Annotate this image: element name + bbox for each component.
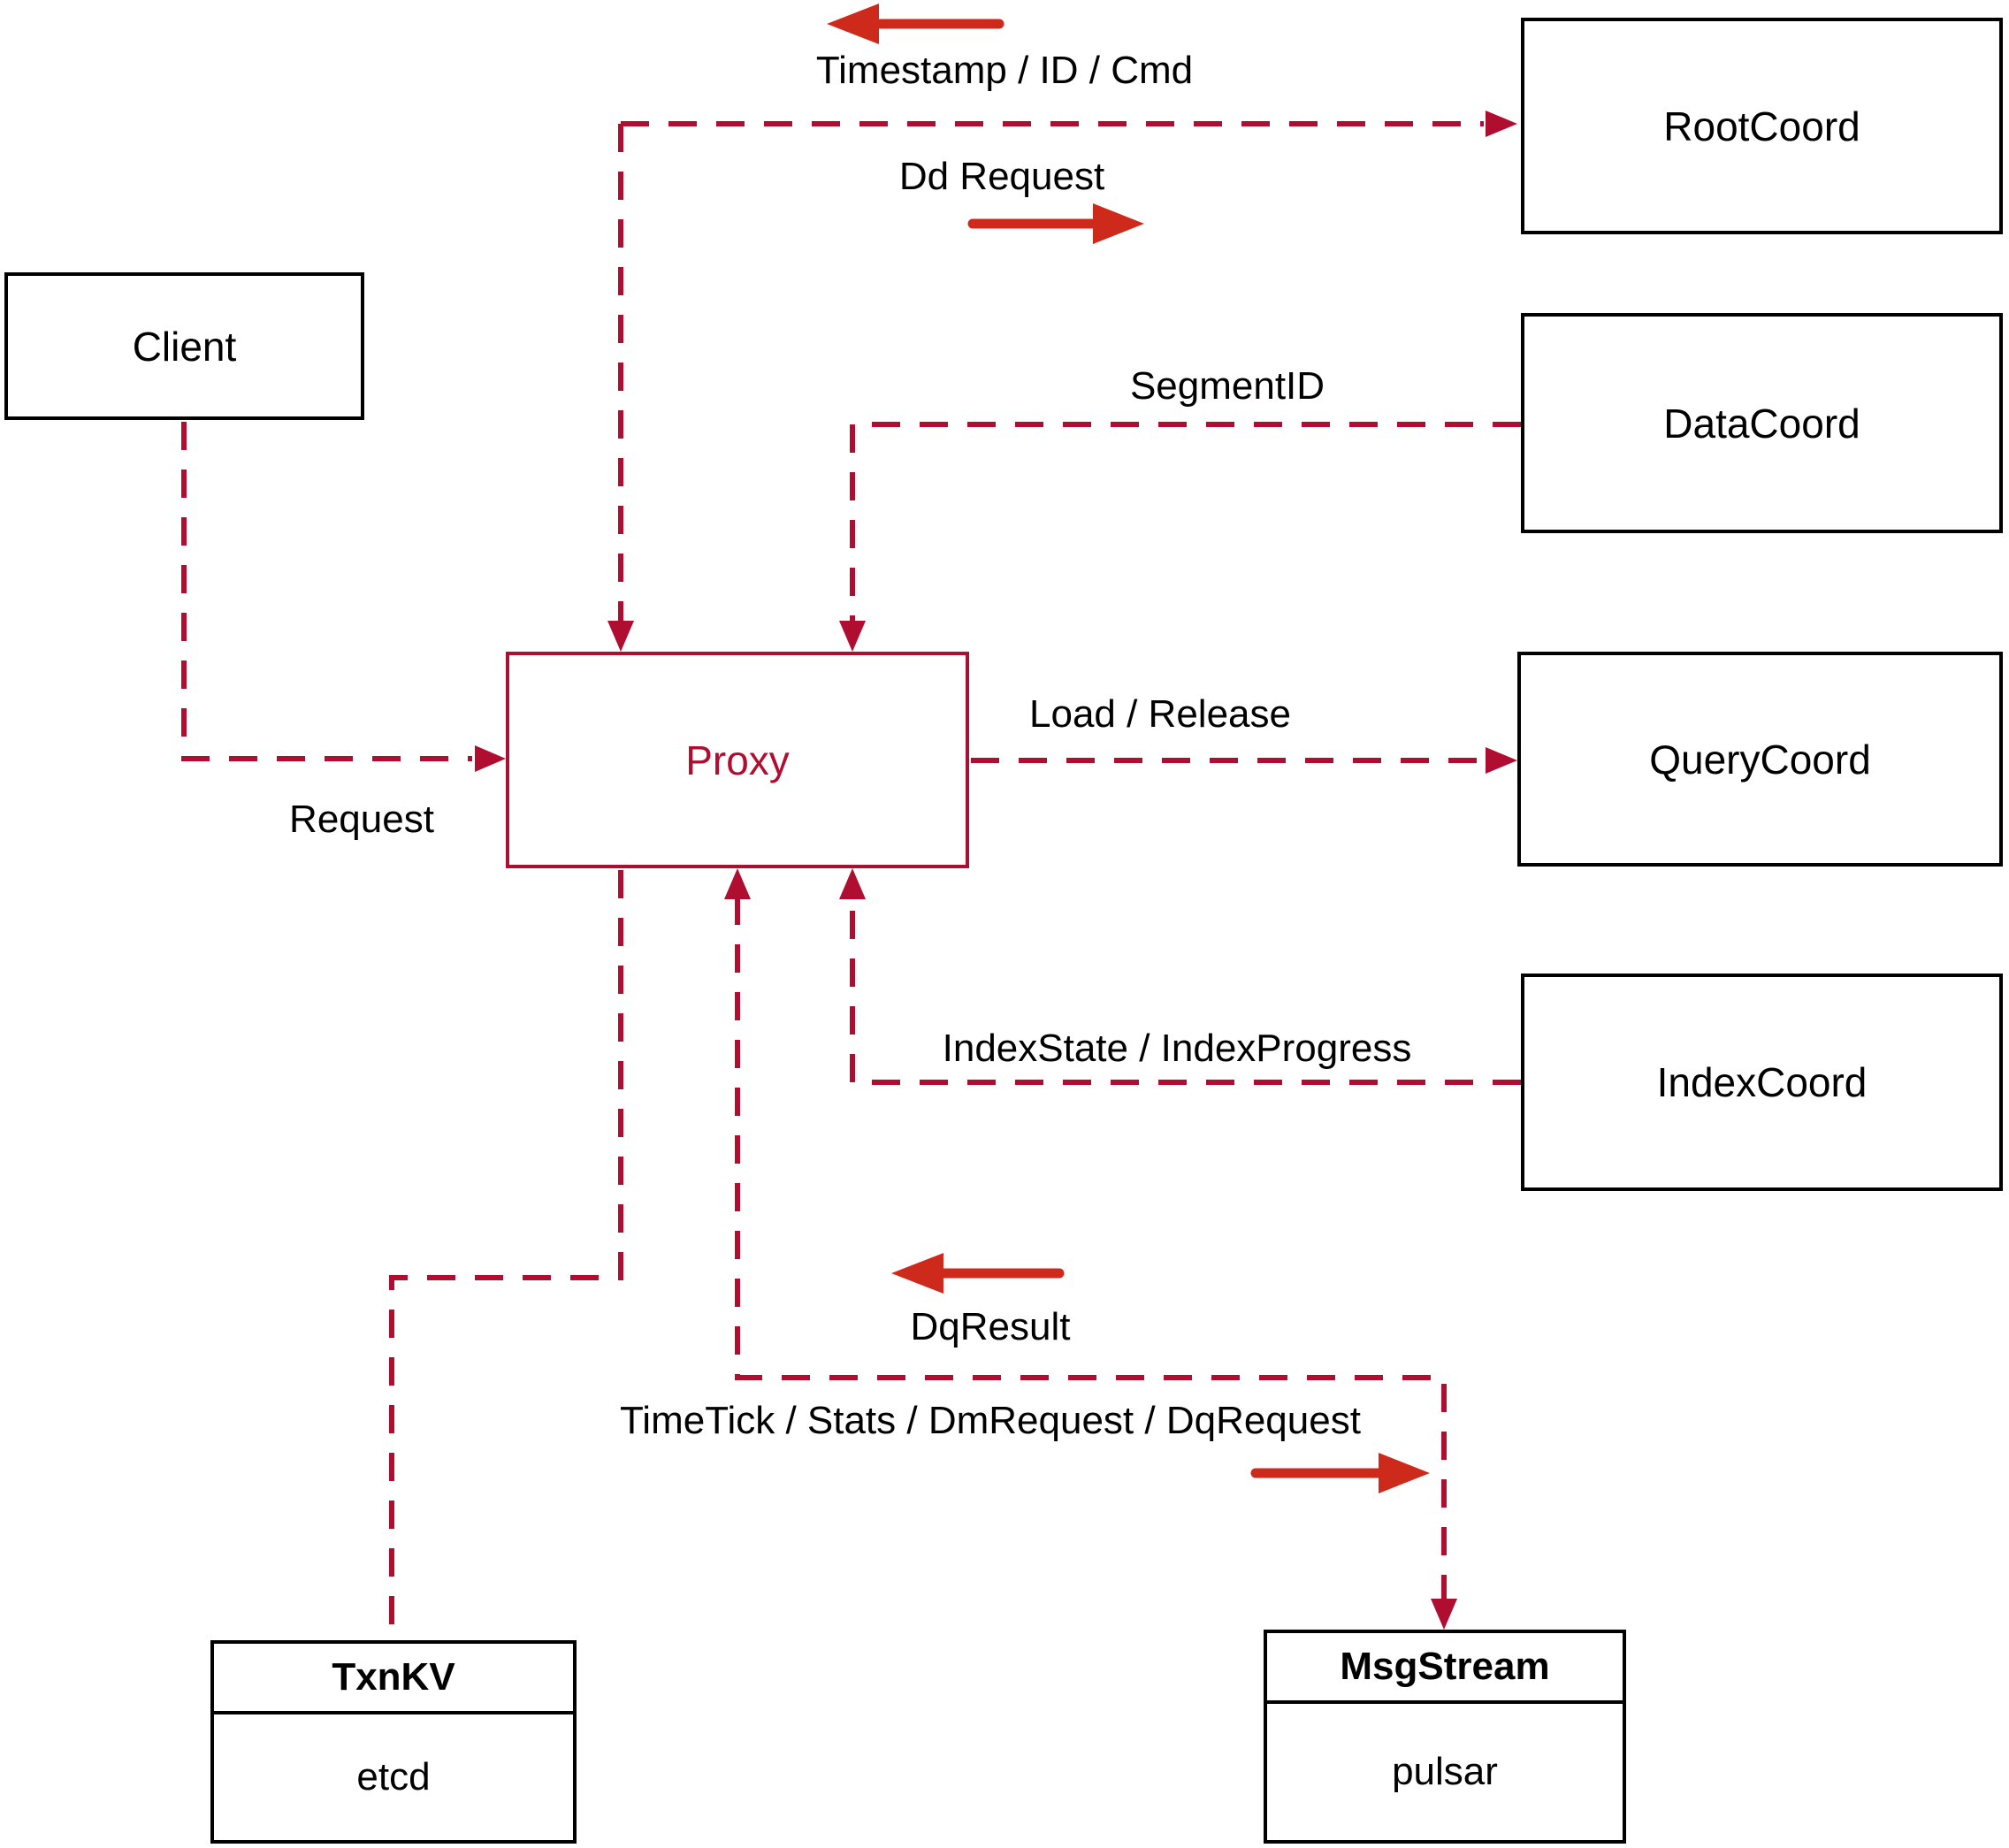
arrowhead-into-rootcoord — [1486, 111, 1517, 137]
arrowhead-into-proxy-bottom-right — [839, 868, 866, 899]
txnkv-title: TxnKV — [214, 1644, 573, 1714]
arrowhead-into-querycoord — [1486, 747, 1517, 774]
proxy-querycoord-edge — [971, 747, 1517, 774]
datacoord-label: DataCoord — [1663, 400, 1860, 447]
dd-request-direction-arrow — [967, 203, 1144, 244]
client-proxy-edge — [181, 422, 506, 772]
txnkv-subtitle: etcd — [356, 1755, 431, 1798]
proxy-txnkv-edge — [389, 870, 623, 1638]
proxy-msgstream-edge — [724, 868, 1457, 1630]
time-tick-label: TimeTick / Stats / DmRequest / DqRequest — [620, 1399, 1361, 1442]
indexcoord-node: IndexCoord — [1521, 974, 2003, 1191]
msgstream-node: MsgStream pulsar — [1264, 1630, 1626, 1844]
dd-request-label: Dd Request — [898, 155, 1105, 198]
querycoord-label: QueryCoord — [1649, 736, 1871, 783]
timestamp-direction-arrow — [827, 4, 1004, 44]
dq-result-label: DqResult — [910, 1305, 1071, 1348]
msgstream-subtitle: pulsar — [1392, 1750, 1498, 1793]
segment-id-label: SegmentID — [1129, 364, 1325, 408]
client-label: Client — [132, 323, 237, 370]
arrowhead-into-proxy-left — [475, 745, 506, 772]
request-label: Request — [289, 798, 434, 841]
rootcoord-node: RootCoord — [1521, 18, 2003, 234]
rootcoord-label: RootCoord — [1663, 103, 1860, 149]
timestamp-id-cmd-label: Timestamp / ID / Cmd — [815, 49, 1194, 92]
arrowhead-into-proxy-top-left — [607, 621, 634, 652]
datacoord-node: DataCoord — [1521, 313, 2003, 533]
arrowhead-into-proxy-bottom-left — [724, 868, 751, 899]
proxy-label: Proxy — [685, 737, 790, 783]
indexcoord-proxy-edge — [839, 868, 1521, 1085]
load-release-label: Load / Release — [1029, 692, 1291, 736]
proxy-rootcoord-edge — [607, 111, 1517, 652]
arrowhead-into-msgstream — [1431, 1599, 1457, 1630]
datacoord-proxy-edge — [839, 422, 1521, 652]
txnkv-node: TxnKV etcd — [210, 1640, 577, 1844]
time-tick-direction-arrow — [1250, 1453, 1430, 1493]
arrowhead-into-proxy-top-right — [839, 621, 866, 652]
index-state-label: IndexState / IndexProgress — [942, 1027, 1412, 1070]
proxy-node: Proxy — [506, 652, 969, 868]
dq-result-direction-arrow — [891, 1253, 1065, 1294]
querycoord-node: QueryCoord — [1517, 652, 2003, 867]
indexcoord-label: IndexCoord — [1656, 1059, 1868, 1105]
msgstream-title: MsgStream — [1267, 1633, 1623, 1704]
client-node: Client — [4, 272, 364, 420]
